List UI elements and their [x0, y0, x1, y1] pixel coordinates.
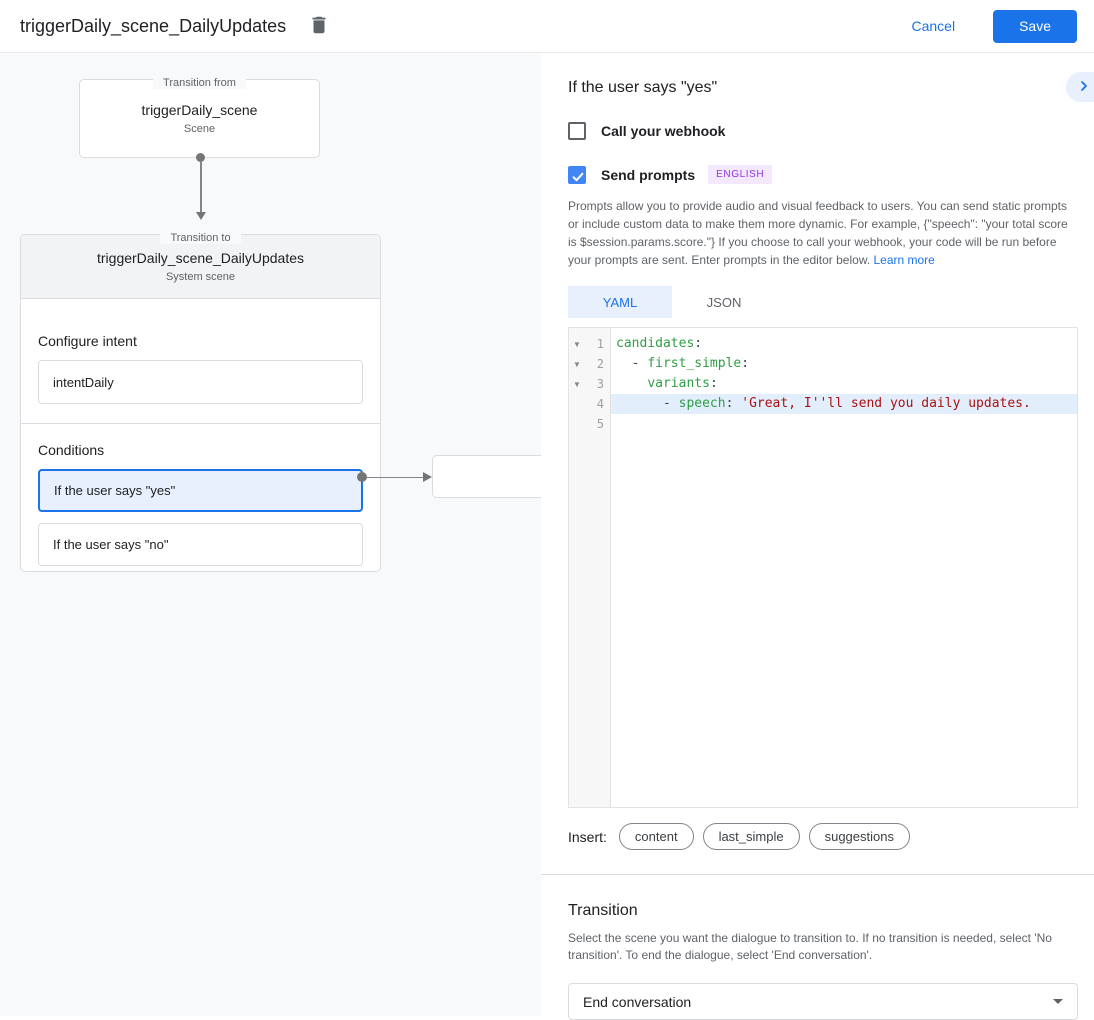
- condition-target-node[interactable]: [432, 455, 541, 498]
- condition-item-yes[interactable]: If the user says "yes": [38, 469, 363, 512]
- line-number: 3: [585, 377, 604, 391]
- line-number: 4: [585, 397, 604, 411]
- line-number: 1: [585, 337, 604, 351]
- code-token-string: 'Great, I''ll send you daily updates.: [741, 396, 1031, 411]
- condition-title: If the user says "yes": [568, 53, 1078, 97]
- learn-more-link[interactable]: Learn more: [873, 253, 934, 267]
- transition-to-legend: Transition to: [21, 228, 380, 246]
- send-prompts-checkbox[interactable]: [568, 166, 586, 184]
- dropdown-caret-icon: [1053, 999, 1063, 1004]
- insert-label: Insert:: [568, 829, 607, 845]
- transition-to-node: Transition to triggerDaily_scene_DailyUp…: [20, 234, 381, 572]
- fold-arrow-icon[interactable]: ▼: [573, 380, 585, 389]
- code-line[interactable]: - first_simple:: [611, 354, 1077, 374]
- send-prompts-label: Send prompts: [601, 167, 695, 183]
- insert-row: Insert: content last_simple suggestions: [568, 823, 1078, 850]
- transition-from-legend: Transition from: [80, 73, 319, 91]
- configure-intent-label: Configure intent: [38, 333, 363, 349]
- trash-icon: [308, 14, 330, 39]
- editor-tabs: YAML JSON: [568, 286, 1078, 318]
- from-scene-name: triggerDaily_scene: [142, 102, 258, 118]
- code-token-key: candidates: [616, 336, 694, 351]
- code-token-key: variants: [647, 376, 710, 391]
- arrowhead-down-icon: [196, 212, 206, 220]
- card-divider: [21, 423, 380, 424]
- transition-section-title: Transition: [568, 875, 1078, 920]
- page-title: triggerDaily_scene_DailyUpdates: [20, 16, 286, 37]
- delete-scene-button[interactable]: [308, 14, 330, 39]
- gutter-row[interactable]: ▼2: [569, 354, 610, 374]
- to-scene-type: System scene: [166, 271, 235, 283]
- code-line[interactable]: variants:: [611, 374, 1077, 394]
- header: triggerDaily_scene_DailyUpdates Cancel S…: [0, 0, 1094, 53]
- code-token-punct: -: [616, 356, 647, 371]
- cancel-button[interactable]: Cancel: [911, 18, 955, 34]
- to-scene-name: triggerDaily_scene_DailyUpdates: [97, 250, 304, 266]
- arrowhead-right-icon: [423, 472, 432, 482]
- condition-label: If the user says "yes": [54, 483, 175, 498]
- prompts-description: Prompts allow you to provide audio and v…: [568, 197, 1078, 269]
- from-scene-type: Scene: [184, 123, 215, 135]
- code-token-punct: :: [710, 376, 718, 391]
- intent-value: intentDaily: [53, 375, 114, 390]
- code-token-punct: :: [726, 396, 742, 411]
- code-token-punct: -: [616, 396, 679, 411]
- fold-arrow-icon[interactable]: ▼: [573, 360, 585, 369]
- code-token-punct: [616, 376, 647, 391]
- editor-code-area[interactable]: candidates: - first_simple: variants: - …: [611, 328, 1077, 807]
- code-token-punct: :: [741, 356, 749, 371]
- transition-description: Select the scene you want the dialogue t…: [568, 930, 1078, 964]
- intent-field[interactable]: intentDaily: [38, 360, 363, 404]
- tab-yaml[interactable]: YAML: [568, 286, 672, 318]
- transition-from-node[interactable]: Transition from triggerDaily_scene Scene: [79, 79, 320, 158]
- condition-arrow: [357, 471, 437, 485]
- code-line[interactable]: - speech: 'Great, I''ll send you daily u…: [611, 394, 1077, 414]
- line-number: 2: [585, 357, 604, 371]
- webhook-label: Call your webhook: [601, 123, 725, 139]
- condition-item-no[interactable]: If the user says "no": [38, 523, 363, 566]
- code-line[interactable]: candidates:: [611, 334, 1077, 354]
- condition-editor-panel: If the user says "yes" Call your webhook…: [541, 53, 1094, 1016]
- chevron-right-icon: [1076, 78, 1092, 97]
- gutter-row: 5: [569, 414, 610, 434]
- gutter-row[interactable]: ▼1: [569, 334, 610, 354]
- send-prompts-row: Send prompts ENGLISH: [568, 165, 1078, 184]
- transition-select-value: End conversation: [583, 994, 691, 1010]
- code-token-punct: :: [694, 336, 702, 351]
- code-line[interactable]: [611, 414, 1077, 434]
- scene-diagram-panel: Transition from triggerDaily_scene Scene…: [0, 53, 541, 1016]
- condition-label: If the user says "no": [53, 537, 168, 552]
- transition-arrow: [197, 153, 204, 221]
- save-button[interactable]: Save: [993, 10, 1077, 43]
- transition-from-content: triggerDaily_scene Scene: [80, 80, 319, 157]
- gutter-row: 4: [569, 394, 610, 414]
- fold-arrow-icon[interactable]: ▼: [573, 340, 585, 349]
- line-number: 5: [585, 417, 604, 431]
- tab-json[interactable]: JSON: [672, 286, 776, 318]
- webhook-row: Call your webhook: [568, 122, 1078, 140]
- language-badge: ENGLISH: [708, 165, 772, 184]
- connector-line: [200, 161, 202, 213]
- collapse-panel-button[interactable]: [1066, 72, 1094, 102]
- insert-chip-content[interactable]: content: [619, 823, 694, 850]
- transition-select[interactable]: End conversation: [568, 983, 1078, 1020]
- conditions-label: Conditions: [38, 442, 363, 458]
- to-scene-body: Configure intent intentDaily Conditions …: [21, 333, 380, 566]
- insert-chip-last-simple[interactable]: last_simple: [703, 823, 800, 850]
- webhook-checkbox[interactable]: [568, 122, 586, 140]
- gutter-row[interactable]: ▼3: [569, 374, 610, 394]
- connector-line: [366, 477, 424, 479]
- code-token-key: first_simple: [647, 356, 741, 371]
- insert-chip-suggestions[interactable]: suggestions: [809, 823, 910, 850]
- code-token-key: speech: [679, 396, 726, 411]
